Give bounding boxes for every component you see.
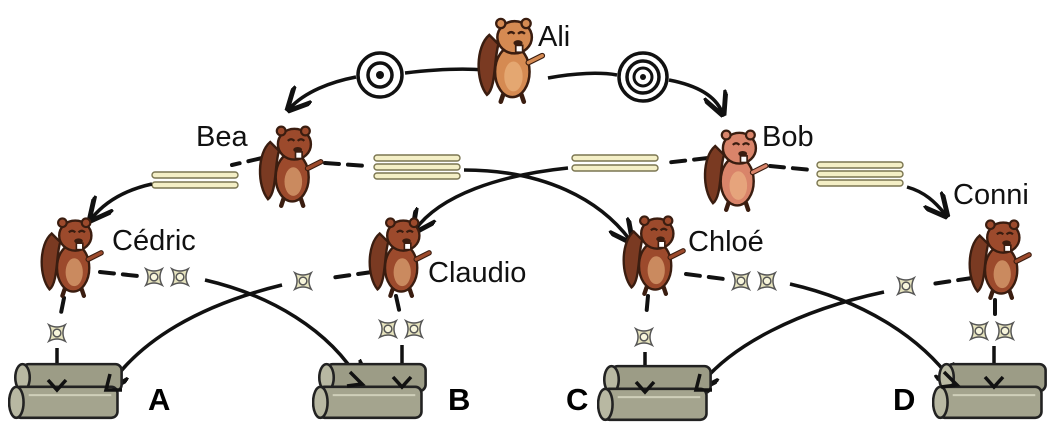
- line-ali-to-bea: [404, 67, 486, 75]
- name-bob: Bob: [762, 121, 814, 153]
- star-token-icon: [171, 268, 189, 286]
- link-claudio-left: [328, 270, 374, 280]
- arrow-ali-to-bob: [668, 78, 722, 112]
- link-chloe-down: [644, 294, 650, 320]
- bin-label-c: C: [566, 382, 588, 417]
- arrowhead-b-2: [346, 370, 366, 388]
- small-spiral-icon: [356, 51, 404, 99]
- planks-icon: [151, 171, 239, 189]
- arrowhead-a-1: [46, 378, 68, 393]
- star-token-icon: [970, 322, 988, 340]
- large-spiral-icon: [617, 51, 669, 103]
- arrowhead-c-2: [693, 373, 712, 392]
- arrow-chloe-to-bin-d: [789, 282, 955, 385]
- link-chloe-right: [684, 272, 726, 281]
- star-token-icon: [758, 272, 776, 290]
- name-conni: Conni: [953, 179, 1029, 211]
- link-conni-left: [930, 276, 974, 286]
- arrow-claudio-to-bin-a: [108, 283, 283, 388]
- name-ali: Ali: [538, 21, 570, 53]
- arrow-bob-to-claudio: [415, 166, 569, 230]
- arrowhead-d-1: [983, 375, 1005, 390]
- name-claudio: Claudio: [428, 257, 526, 289]
- line-ali-to-bob: [547, 71, 618, 80]
- beaver-ali-icon: [479, 19, 543, 102]
- arrowhead-c-1: [634, 380, 656, 395]
- star-token-icon: [48, 324, 66, 342]
- planks-icon: [816, 161, 904, 187]
- link-bea-left: [230, 156, 264, 167]
- arrow-bea-to-chloe: [463, 168, 630, 240]
- bin-label-d: D: [893, 382, 915, 417]
- beaver-conni-icon: [970, 220, 1029, 297]
- arrowhead-b-1: [391, 375, 413, 390]
- link-bob-left: [662, 156, 710, 165]
- star-token-icon: [405, 320, 423, 338]
- beaver-claudio-icon: [370, 218, 429, 295]
- bin-label-b: B: [448, 382, 470, 417]
- arrow-ali-to-bea: [290, 75, 357, 108]
- name-chloe: Chloé: [688, 226, 764, 258]
- link-cedric-right: [98, 270, 140, 278]
- planks-icon: [373, 154, 461, 180]
- beaver-bea-icon: [260, 127, 321, 206]
- star-token-icon: [897, 277, 915, 295]
- arrowhead-d-2: [940, 370, 961, 389]
- link-claudio-down: [394, 294, 402, 316]
- link-cedric-down: [58, 296, 66, 320]
- name-bea: Bea: [196, 121, 248, 153]
- star-token-icon: [732, 272, 750, 290]
- log-pile-d-icon: [932, 362, 1047, 420]
- log-pile-b-icon: [312, 362, 427, 420]
- star-token-icon: [145, 268, 163, 286]
- star-token-icon: [635, 328, 653, 346]
- link-bea-right: [323, 161, 370, 168]
- beaver-bob-icon: [705, 131, 766, 210]
- log-pile-c-icon: [597, 364, 712, 422]
- arrowhead-a-2: [103, 373, 122, 392]
- link-bob-right: [768, 164, 814, 172]
- arrow-bob-to-conni: [906, 185, 945, 214]
- planks-icon: [571, 154, 659, 172]
- name-cedric: Cédric: [112, 225, 196, 257]
- star-token-icon: [379, 320, 397, 338]
- star-token-icon: [996, 322, 1014, 340]
- arrow-bea-to-cedric: [92, 182, 153, 218]
- beaver-cedric-icon: [42, 218, 101, 295]
- beaver-chloe-icon: [624, 216, 683, 293]
- bin-label-a: A: [148, 382, 170, 417]
- star-token-icon: [294, 272, 312, 290]
